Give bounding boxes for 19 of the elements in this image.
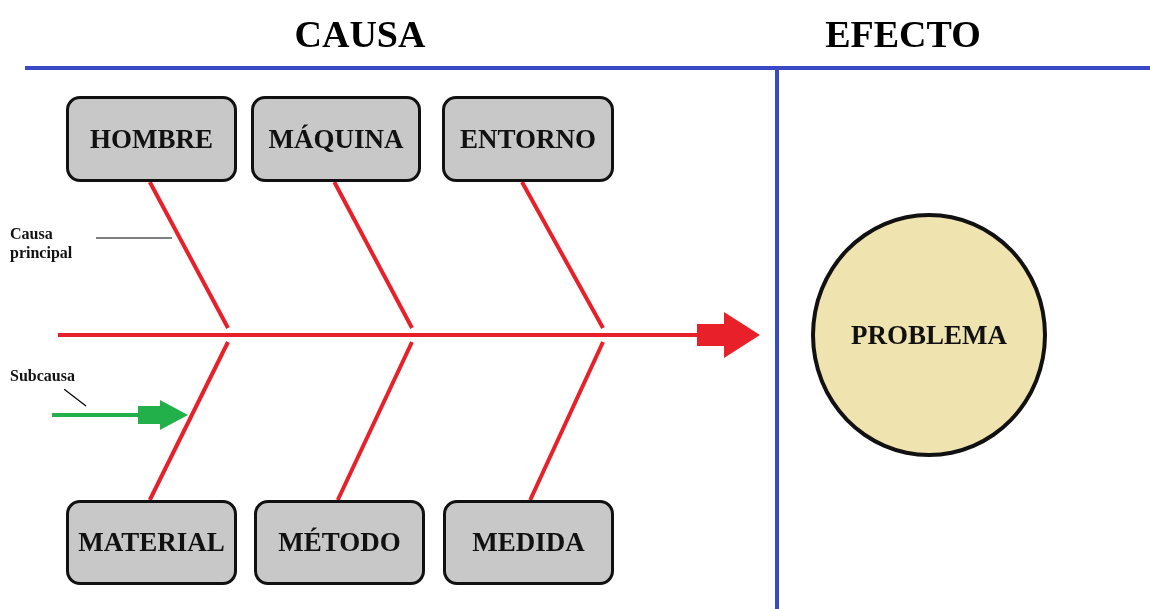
category-box: ENTORNO	[442, 96, 614, 182]
category-box: HOMBRE	[66, 96, 237, 182]
cause-bone-line	[148, 341, 230, 501]
annotation-text: Causa principal	[10, 218, 96, 268]
cause-bone-line	[332, 181, 414, 329]
cause-bone-line	[528, 341, 605, 501]
category-box: MÁQUINA	[251, 96, 421, 182]
category-box: MÉTODO	[254, 500, 425, 585]
section-heading: CAUSA	[294, 12, 426, 56]
section-heading: EFECTO	[825, 12, 981, 56]
annotation-text: Subcausa	[10, 364, 96, 388]
leader-line	[95, 237, 173, 239]
cause-bone-line	[520, 181, 605, 329]
problem-circle: PROBLEMA	[811, 213, 1047, 457]
cause-bone-line	[148, 181, 230, 329]
leader-line	[63, 388, 87, 407]
cause-bone-line	[336, 341, 414, 501]
category-box: MATERIAL	[66, 500, 237, 585]
category-box: MEDIDA	[443, 500, 614, 585]
